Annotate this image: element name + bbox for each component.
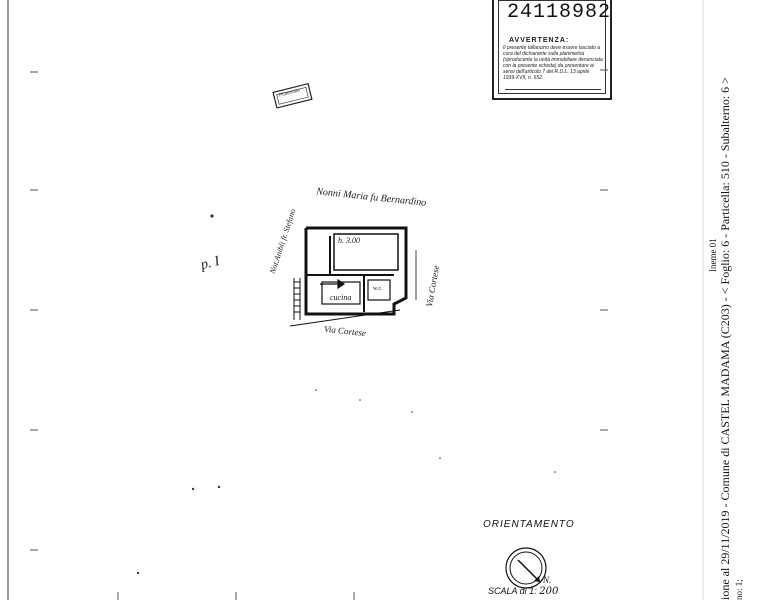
kitchen-label: cucina xyxy=(330,293,352,302)
cadastral-caption: ione al 29/11/2019 - Comune di CASTEL MA… xyxy=(718,40,746,600)
entry-arrow xyxy=(320,278,346,290)
scale-value: 200 xyxy=(539,586,559,597)
vertical-small-stamp: Ineme 01 xyxy=(708,238,718,272)
scale-label: SCALA di 1: 200 xyxy=(488,586,558,597)
room-height-label: h. 3.00 xyxy=(338,236,360,245)
margin-ticks xyxy=(30,69,608,600)
stamp-title: AVVERTENZA: xyxy=(509,37,570,44)
scan-specks xyxy=(136,214,556,575)
caption-line-2: no: 1; xyxy=(734,579,744,600)
stamp-warning-text: Il presente tallancino deve essere lasci… xyxy=(503,45,603,81)
stair-steps xyxy=(294,281,300,313)
street-line-bottom xyxy=(289,309,401,327)
scale-prefix: SCALA di 1: xyxy=(488,586,537,596)
wc-label: w.c. xyxy=(373,286,383,292)
stamp-inner-frame: 24118982 AVVERTENZA: Il presente tallanc… xyxy=(498,0,610,94)
stamp-divider xyxy=(505,89,601,90)
caption-line-1: ione al 29/11/2019 - Comune di CASTEL MA… xyxy=(718,77,732,600)
orientation-label: ORIENTAMENTO xyxy=(483,519,575,530)
stamp-number: 24118982 xyxy=(507,1,612,24)
compass-rose xyxy=(505,547,547,589)
small-rotated-stamp xyxy=(272,82,313,109)
registration-stamp: 24118982 AVVERTENZA: Il presente tallanc… xyxy=(492,0,612,100)
plan-walls xyxy=(293,226,408,320)
north-label: N. xyxy=(543,575,552,585)
